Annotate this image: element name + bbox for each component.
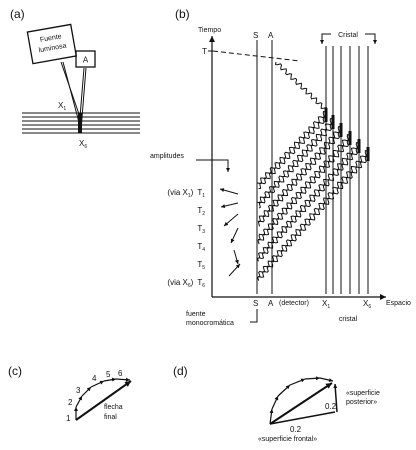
amplitude-arrow [228, 263, 241, 277]
bottom-x1-label: X1 [322, 299, 330, 310]
time-label-t3: T3 [197, 224, 205, 235]
back-value: 0.2 [325, 402, 337, 411]
panel-a-label: (a) [10, 7, 25, 21]
space-axis-label: Espacio [386, 300, 411, 307]
photon-path [258, 117, 327, 190]
amplitude-arrows [219, 188, 241, 277]
time-labels: (via X1)T1 T2 T3 T4 T5 (via X6)T6 [167, 188, 205, 289]
detector-box [75, 50, 96, 68]
photon-path [275, 61, 328, 110]
crystal-layers [22, 112, 140, 134]
top-a-label: A [268, 31, 274, 40]
back-surface-arrow [333, 383, 338, 413]
photon-paths [256, 61, 369, 281]
amplitude-arrow [219, 188, 239, 195]
front-surface-arrow [269, 382, 333, 425]
source-label-1: fuente [186, 311, 206, 318]
chain-number-1: 1 [66, 414, 71, 423]
bottom-x6-label: X6 [363, 299, 371, 310]
bottom-a-label: A [268, 299, 274, 308]
panel-c-label: (c) [8, 364, 22, 378]
light-source-label-2: luminosa [38, 43, 67, 55]
panel-a: (a) Fuente luminosa A X1 X6 [10, 7, 140, 150]
light-source-label-1: Fuente [40, 33, 63, 44]
chain-number-4: 4 [92, 374, 97, 383]
chain-number-5: 5 [106, 370, 111, 379]
time-axis-label: Tiempo [198, 27, 221, 34]
amplitude-arrow [230, 227, 239, 244]
time-label-t5: T5 [197, 260, 205, 271]
source-pointer [250, 309, 258, 323]
chain-number-2: 2 [68, 398, 73, 407]
amplitude-arrow [220, 202, 239, 209]
crystal-top-label: Cristal [338, 32, 358, 39]
reflection-marks [324, 108, 370, 161]
chain-number-6: 6 [118, 369, 123, 378]
reflected-beam [79, 67, 85, 118]
crystal-bottom-label: cristal [339, 316, 358, 323]
panel-d-label: (d) [173, 364, 188, 378]
front-value: 0.2 [290, 425, 302, 434]
photon-path [257, 132, 342, 227]
chain-number-3: 3 [76, 386, 81, 395]
final-arrow [75, 380, 132, 421]
amplitudes-pointer [196, 159, 230, 172]
amplitude-arrow [233, 249, 239, 265]
time-label-t2: T2 [197, 206, 205, 217]
bottom-arrow [269, 411, 336, 425]
time-label-t6: (via X6)T6 [167, 278, 205, 289]
panel-b: (b) Tiempo Espacio T S A Cristal [150, 7, 411, 327]
front-surface-label: «superficie frontal» [258, 436, 317, 443]
amplitudes-label: amplitudes [150, 153, 184, 160]
x1-label: X1 [58, 101, 66, 112]
amplitude-arrow [223, 213, 239, 227]
crystal-planes [325, 46, 369, 294]
photon-path [257, 156, 369, 281]
detector-label: (detector) [279, 300, 309, 307]
time-label-t1: (via X1)T1 [167, 188, 205, 199]
photon-path [257, 118, 334, 204]
bottom-s-label: S [253, 299, 258, 308]
back-surface-label-2: posterior» [346, 399, 377, 406]
arrow-chain-d [269, 376, 334, 425]
final-arrow-label-2: final [104, 414, 117, 421]
x6-label: X6 [79, 139, 87, 150]
final-arrow-label-1: flecha [104, 404, 123, 411]
panel-b-label: (b) [175, 7, 190, 21]
photon-path [258, 134, 351, 241]
arrow-chain [74, 377, 131, 420]
panel-c: (c) 1 2 3 4 5 6 flecha final [8, 364, 132, 423]
photon-path [257, 140, 351, 245]
panel-d: (d) 0.2 0.2 «superficie posterior» «supe… [173, 364, 380, 443]
t-marker: T [202, 47, 207, 56]
photon-path [256, 111, 327, 185]
top-s-label: S [253, 31, 258, 40]
light-source-box: Fuente luminosa [26, 23, 78, 65]
detector-letter: A [83, 56, 89, 65]
photon-path [256, 148, 360, 262]
source-label-2: monocromática [186, 320, 234, 327]
time-label-t4: T4 [197, 242, 205, 253]
back-surface-label-1: «superficie [346, 390, 380, 397]
photon-path [258, 124, 334, 209]
